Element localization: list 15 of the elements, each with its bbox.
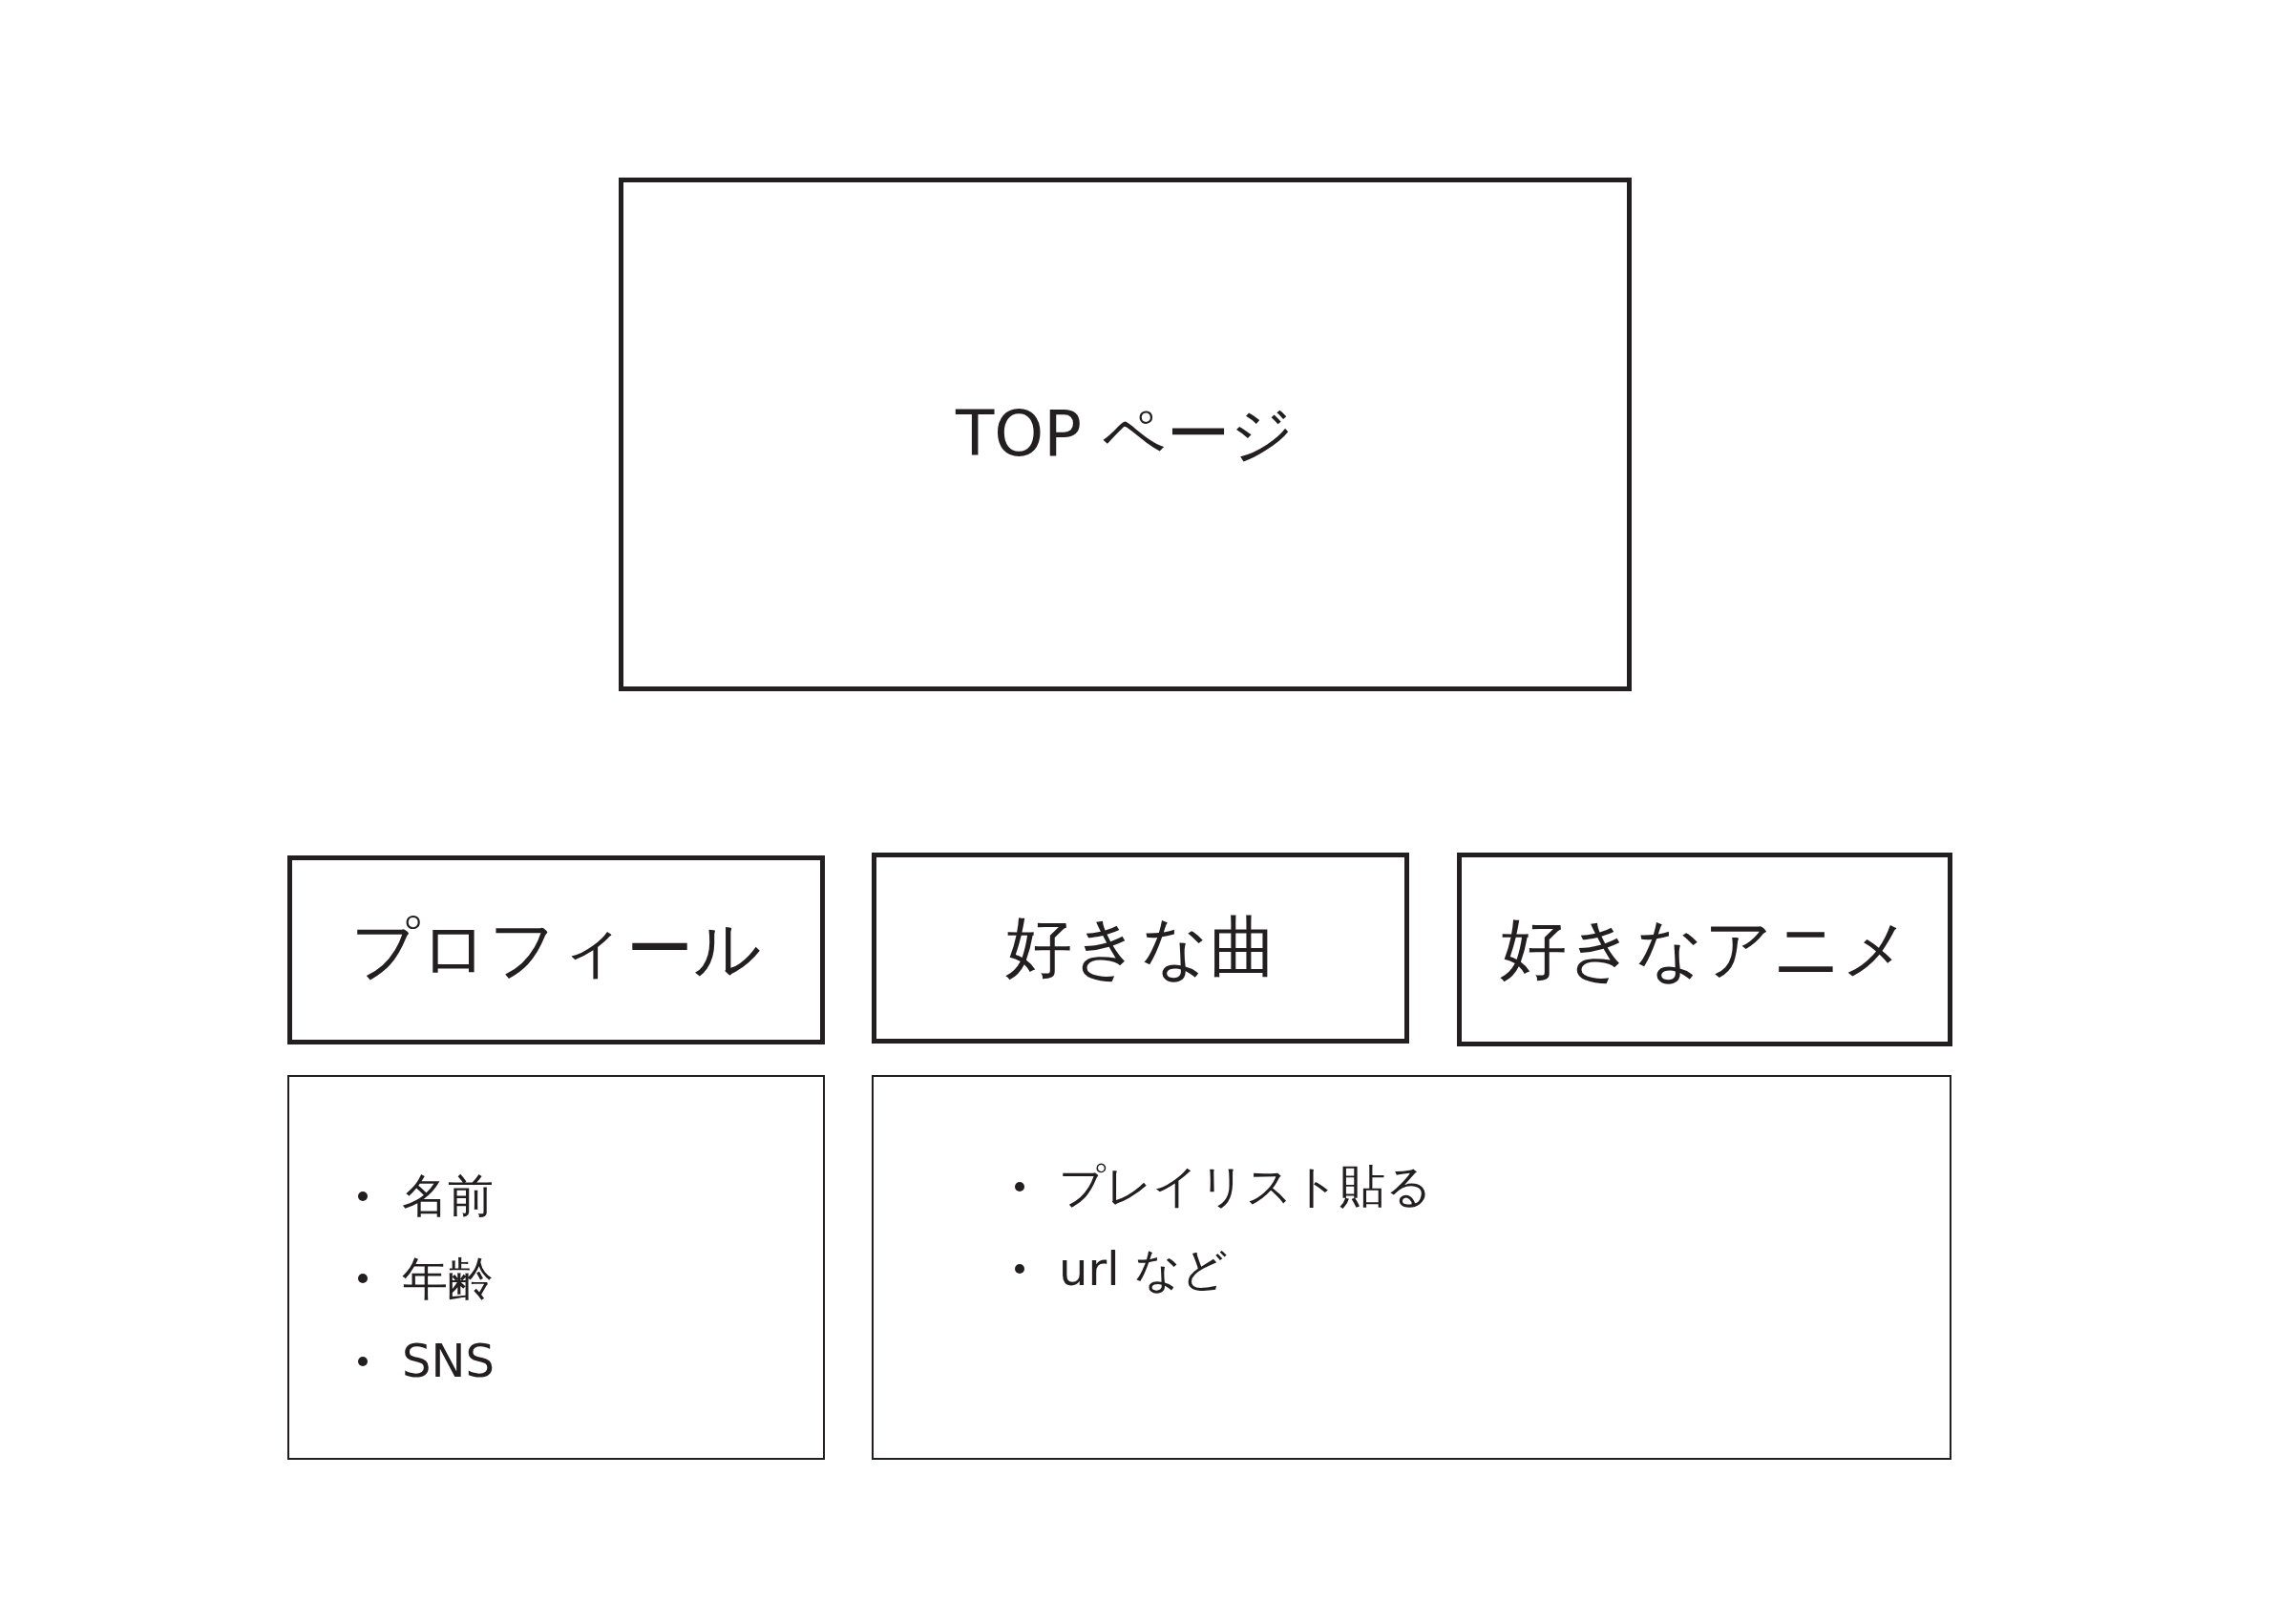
list-item-text: SNS [402,1334,495,1389]
page-box [287,855,825,1044]
page-box [872,853,1409,1044]
list-item-text: 年齢 [402,1251,494,1307]
content-box [287,1075,825,1460]
list-item-text: 名前 [402,1169,494,1224]
box-title: 好きな曲 [1004,907,1276,988]
page-box [1457,853,1952,1046]
list-item-text: プレイリスト貼る [1059,1159,1432,1214]
page-box [619,178,1632,691]
box-title: プロフィール [350,909,762,990]
content-box [872,1075,1951,1460]
box-title: 好きなアニメ [1499,908,1910,990]
list-item-text: url など [1059,1241,1228,1297]
box-title: TOP ページ [955,396,1295,473]
